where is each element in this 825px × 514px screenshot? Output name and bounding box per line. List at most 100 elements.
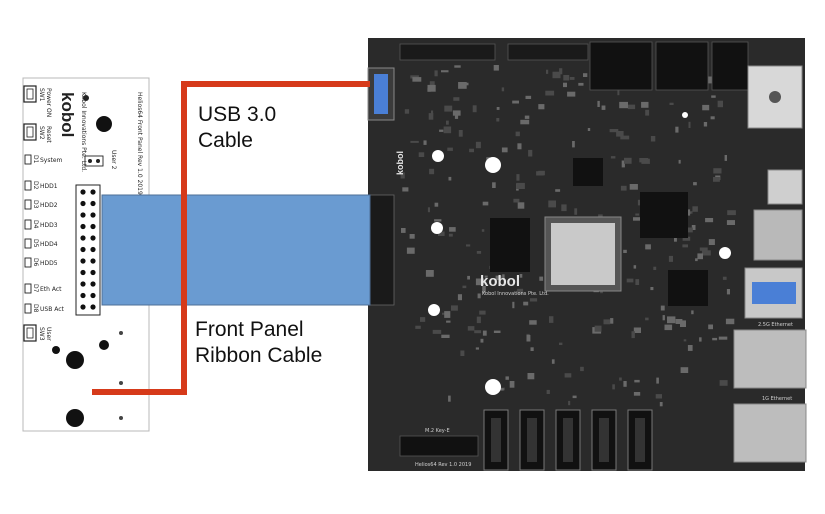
smd-component	[693, 182, 697, 186]
front-panel-connector	[369, 194, 395, 306]
smd-component	[633, 327, 641, 333]
smd-component	[423, 140, 427, 145]
smd-component	[713, 168, 722, 174]
smd-component	[656, 377, 659, 384]
smd-component	[578, 82, 584, 86]
mounting-hole	[485, 379, 501, 395]
smd-component	[482, 201, 489, 206]
smd-component	[434, 70, 438, 77]
smd-component	[685, 227, 693, 233]
smd-component	[719, 380, 728, 386]
smd-component	[563, 82, 567, 88]
led-hdd5-label: HDD5	[40, 260, 58, 267]
usb-cable-label-line2: Cable	[198, 129, 253, 152]
smd-component	[620, 135, 630, 140]
user2-header: User 2	[84, 150, 117, 170]
smd-component	[612, 384, 615, 390]
smd-component	[675, 126, 679, 133]
smd-component	[441, 70, 449, 73]
power-button-label: Power ON	[45, 88, 52, 117]
sata-connector	[627, 409, 653, 471]
led-system-id: D1	[32, 155, 39, 164]
smd-component	[627, 104, 636, 110]
smd-component	[664, 324, 673, 331]
smd-component	[546, 69, 549, 74]
smd-component	[415, 325, 421, 329]
ethernet-1g-port: 1G Ethernet	[733, 396, 807, 463]
smd-component	[501, 147, 508, 153]
usb-cable-label-line1: USB 3.0	[198, 103, 276, 126]
main-board-name: Helios64 Rev 1.0 2019	[415, 462, 471, 468]
smd-component	[476, 316, 481, 324]
smd-component	[572, 395, 577, 399]
smd-component	[406, 247, 415, 254]
smd-component	[520, 119, 530, 125]
led-hdd2: D3 HDD2	[24, 199, 58, 210]
smd-component	[691, 225, 696, 230]
header-pin	[90, 292, 96, 299]
smd-component	[538, 170, 545, 176]
smd-component	[708, 239, 715, 245]
smd-component	[447, 147, 453, 151]
smd-component	[529, 298, 538, 302]
smd-component	[690, 211, 693, 214]
smd-component	[634, 379, 640, 383]
led-hdd3-label: HDD3	[40, 222, 58, 229]
smd-component	[493, 65, 499, 71]
smd-component	[525, 95, 532, 99]
smd-component	[633, 392, 641, 396]
smd-component	[412, 77, 422, 82]
smd-component	[501, 87, 505, 92]
header-pin	[90, 304, 96, 310]
smd-component	[653, 266, 657, 270]
smd-component	[467, 275, 470, 280]
sata-connector	[519, 409, 545, 471]
pin-header	[507, 43, 589, 61]
smd-component	[449, 227, 456, 232]
smd-component	[400, 172, 405, 179]
smd-component	[669, 102, 674, 105]
smd-component	[452, 110, 461, 116]
smd-component	[516, 182, 525, 189]
led-system: D1 System	[24, 154, 63, 165]
smd-component	[420, 317, 426, 322]
smd-component	[561, 204, 567, 212]
smd-component	[429, 81, 435, 87]
smd-component	[650, 287, 654, 291]
smd-component	[726, 289, 730, 295]
smd-component	[509, 381, 515, 388]
smd-component	[659, 402, 663, 407]
sata-connectors	[483, 409, 653, 471]
smd-component	[444, 105, 453, 112]
led-hdd4-label: HDD4	[40, 241, 58, 248]
smd-component	[601, 105, 606, 110]
smd-component	[624, 157, 632, 164]
smd-component	[524, 115, 530, 119]
smd-component	[431, 110, 434, 117]
header-pin	[90, 235, 96, 241]
smd-component	[546, 389, 550, 394]
header-pin	[80, 269, 86, 276]
header-pin	[80, 292, 86, 299]
smd-component	[572, 141, 575, 148]
smd-component	[682, 236, 691, 241]
led-hdd1: D2 HDD1	[24, 180, 58, 191]
smd-component	[457, 294, 462, 301]
led-usb-act: D8 USB Act	[24, 303, 65, 314]
smd-component	[482, 286, 486, 293]
smd-component	[711, 95, 716, 98]
smd-component	[528, 149, 533, 157]
smd-component	[530, 347, 534, 351]
smd-component	[680, 320, 686, 327]
mounting-hole	[431, 222, 443, 234]
led-usb-act-id: D8	[32, 304, 39, 313]
led-hdd5-id: D6	[32, 258, 39, 267]
smd-component	[610, 318, 614, 324]
smd-component	[682, 244, 688, 248]
smd-component	[460, 350, 465, 356]
smd-component	[705, 218, 714, 223]
led-hdd5: D6 HDD5	[24, 257, 58, 268]
front-panel-logo: kobol	[58, 92, 77, 137]
main-board: kobol Kobol Innovations Pte. Ltd. kobol …	[367, 38, 807, 471]
